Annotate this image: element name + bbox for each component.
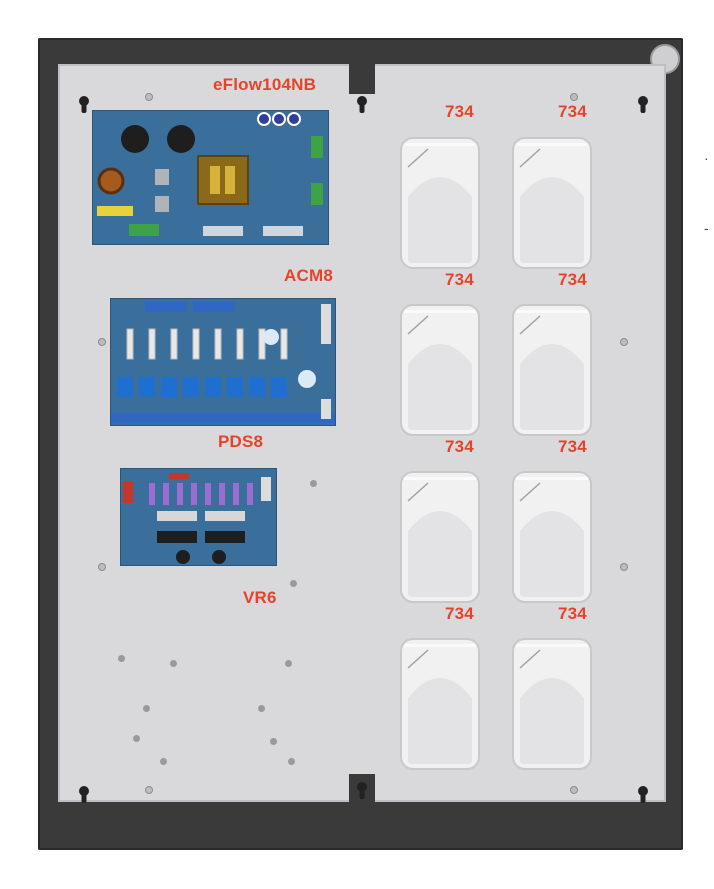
module-734 <box>400 471 480 603</box>
mounting-hole <box>258 705 265 712</box>
mounting-hole <box>290 580 297 587</box>
edge-marker: - <box>704 220 709 236</box>
module-label: 734 <box>445 437 474 456</box>
voltage-regulator-label: VR6 <box>243 588 277 607</box>
module-734 <box>400 304 480 436</box>
mounting-hole <box>288 758 295 765</box>
keyhole-icon <box>79 96 89 113</box>
edge-marker: · <box>704 150 709 166</box>
module-label: 734 <box>445 604 474 623</box>
access-control-components <box>111 302 335 423</box>
module-label: 734 <box>445 270 474 289</box>
mounting-hole <box>270 738 277 745</box>
top-notch <box>349 64 375 94</box>
keyhole-icon <box>79 786 89 803</box>
module-734 <box>512 638 592 770</box>
power-supply-label: eFlow104NB <box>213 75 317 94</box>
mounting-hole <box>133 735 140 742</box>
module-734 <box>400 638 480 770</box>
module-734 <box>512 471 592 603</box>
access-control-label: ACM8 <box>284 266 333 285</box>
module-734 <box>400 137 480 269</box>
mounting-hole <box>118 655 125 662</box>
mounting-hole <box>170 660 177 667</box>
module-734 <box>512 304 592 436</box>
module-label: 734 <box>445 102 474 121</box>
module-734 <box>512 137 592 269</box>
power-distribution-components <box>123 473 271 564</box>
screw-icon <box>620 563 628 571</box>
screw-icon <box>570 786 578 794</box>
access-control-board <box>110 298 336 426</box>
module-label: 734 <box>558 437 587 456</box>
power-distribution-label: PDS8 <box>218 432 264 451</box>
keyhole-icon <box>638 786 648 803</box>
screw-icon <box>570 93 578 101</box>
power-supply-components <box>97 112 323 236</box>
mounting-hole <box>143 705 150 712</box>
module-label: 734 <box>558 604 587 623</box>
mounting-hole <box>160 758 167 765</box>
screw-icon <box>145 786 153 794</box>
module-label: 734 <box>558 102 587 121</box>
screw-icon <box>620 338 628 346</box>
module-label: 734 <box>558 270 587 289</box>
screw-icon <box>98 563 106 571</box>
screw-icon <box>145 93 153 101</box>
mounting-hole <box>285 660 292 667</box>
keyhole-icon <box>357 96 367 113</box>
keyhole-icon <box>357 782 367 799</box>
keyhole-icon <box>638 96 648 113</box>
mounting-hole <box>310 480 317 487</box>
power-supply-board <box>92 110 329 245</box>
power-distribution-board <box>120 468 277 566</box>
screw-icon <box>98 338 106 346</box>
